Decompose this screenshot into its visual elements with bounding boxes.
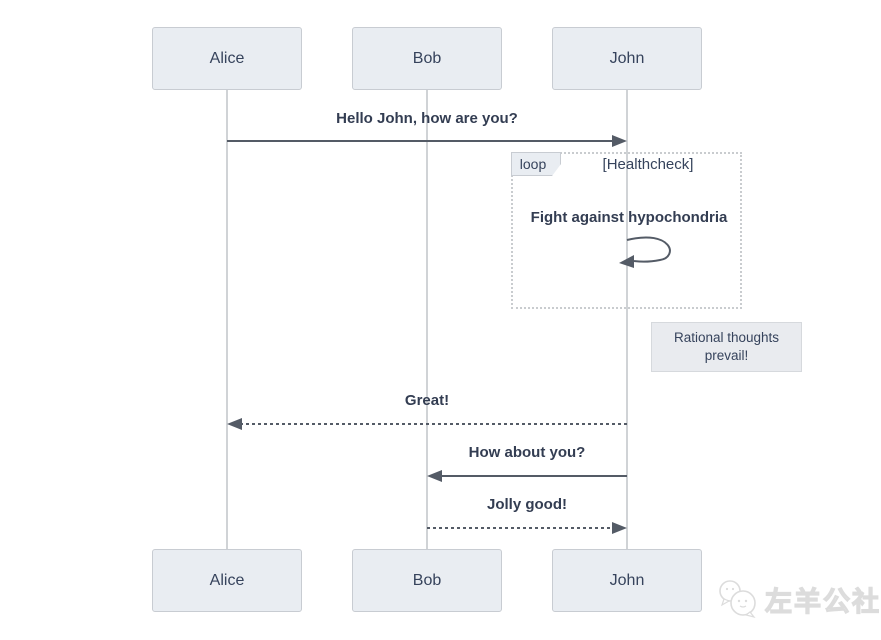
- loop-label: loop: [511, 152, 561, 176]
- loop-condition: [Healthcheck]: [602, 156, 694, 173]
- arrow-jolly-good: [427, 522, 627, 534]
- watermark-text: 左羊公社: [764, 586, 881, 617]
- actor-bob-top: Bob: [352, 27, 502, 90]
- chat-bubbles-icon: [719, 580, 756, 619]
- arrow-hello: [227, 135, 627, 147]
- arrow-great: [227, 418, 627, 430]
- note-line-2: prevail!: [704, 348, 749, 363]
- actor-alice-top: Alice: [152, 27, 302, 90]
- message-hello: Hello John, how are you?: [336, 110, 518, 127]
- watermark: 左羊公社: [716, 579, 881, 619]
- actor-john-bottom: John: [552, 549, 702, 612]
- actor-john-top: John: [552, 27, 702, 90]
- actor-bob-bottom: Bob: [352, 549, 502, 612]
- arrow-how-about-you: [427, 470, 627, 482]
- message-jolly-good: Jolly good!: [487, 496, 567, 513]
- loop-frame: [511, 152, 742, 309]
- actor-alice-bottom: Alice: [152, 549, 302, 612]
- message-how-about: How about you?: [468, 444, 586, 461]
- arrow-self-loop: [619, 236, 671, 268]
- message-fight: Fight against hypochondria: [530, 209, 728, 226]
- note-rational-thoughts: Rational thoughts prevail!: [651, 322, 802, 372]
- note-line-1: Rational thoughts: [673, 329, 780, 345]
- message-great: Great!: [404, 392, 450, 409]
